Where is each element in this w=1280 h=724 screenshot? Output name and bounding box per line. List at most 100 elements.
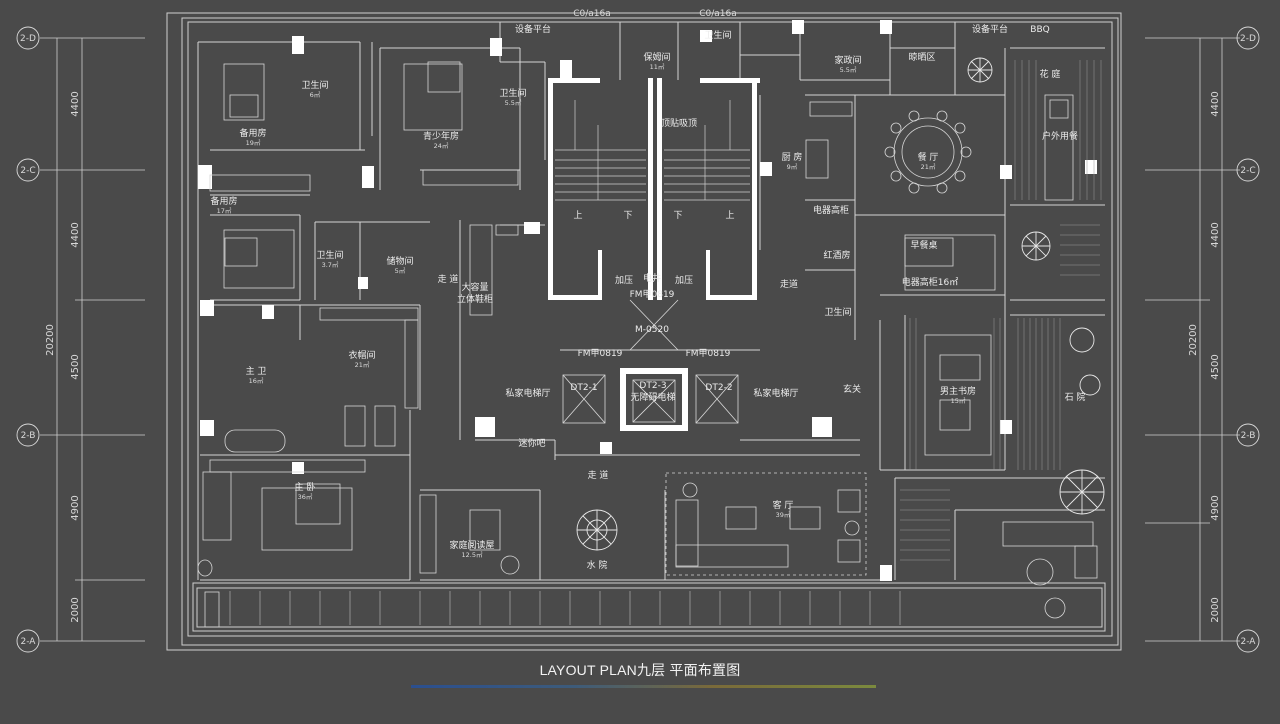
building-outline [166, 12, 1122, 651]
room-14-area: 21㎡ [921, 162, 936, 171]
room-31-name: 电器高柜 [813, 204, 849, 216]
room-16-name: 卫生间 [316, 249, 343, 261]
axis-label-left-d: 2-D [20, 34, 36, 44]
balcony-rail [229, 591, 901, 625]
room-3-name: 家政间 [834, 54, 861, 66]
axis-label-left-a: 2-A [21, 637, 37, 647]
room-53-name: 家庭阅读屋 [449, 539, 494, 551]
room-37-area: 16㎡ [249, 376, 264, 385]
room-38-area: 21㎡ [355, 360, 370, 369]
room-13-area: 9㎡ [787, 162, 798, 171]
dim-total-left: 20200 [45, 324, 56, 356]
top-label-left: C0/a16a [573, 9, 611, 19]
room-12-name: 青少年房 [423, 130, 459, 142]
room-17-area: 5㎡ [395, 266, 406, 275]
room-14-name: 餐 厅 [918, 151, 939, 163]
room-32-name: 红酒房 [823, 249, 850, 261]
room-2-name: 卫生间 [704, 29, 731, 41]
room-9-area: 6㎡ [310, 90, 321, 99]
room-25-name: 顶贴吸顶 [661, 117, 697, 129]
room-45-name: DT2-2 [705, 383, 732, 393]
room-1-name: 保姆间 [643, 51, 670, 63]
room-50-name: 迷你吧 [518, 437, 545, 449]
axis-label-right-b: 2-B [1241, 431, 1256, 441]
room-26-name: 加压 [615, 275, 633, 286]
room-33-name: 走道 [780, 278, 798, 290]
axis-label-left-c: 2-C [20, 166, 35, 176]
room-17-name: 储物间 [386, 255, 413, 267]
dim-seg-left-3: 4500 [70, 354, 81, 379]
room-46-name: 无障碍电梯 [630, 391, 675, 403]
room-52-name: 主 卧 [295, 481, 316, 493]
axis-label-right-a: 2-A [1241, 637, 1257, 647]
room-43-name: DT2-1 [570, 383, 597, 393]
dim-seg-right-1: 4400 [1210, 91, 1221, 116]
room-0-name: 设备平台 [515, 23, 551, 35]
room-38-name: 衣帽间 [348, 349, 375, 361]
dim-seg-left-2: 4400 [70, 222, 81, 247]
room-15-name: 备用房 [210, 195, 237, 207]
room-55-area: 39㎡ [776, 510, 791, 519]
room-8-name: 户外用餐 [1042, 130, 1078, 142]
room-22-name: 下 [623, 211, 632, 221]
room-15-area: 17㎡ [217, 206, 232, 215]
axis-label-right-d: 2-D [1240, 34, 1256, 44]
dim-seg-right-3: 4500 [1210, 354, 1221, 379]
room-48-area: 15㎡ [951, 396, 966, 405]
room-5-name: 设备平台 [972, 23, 1008, 35]
room-4-name: 晾晒区 [908, 51, 935, 63]
room-10-name: 卫生间 [499, 87, 526, 99]
axis-label-right-c: 2-C [1240, 166, 1255, 176]
room-1-area: 11㎡ [650, 62, 665, 71]
room-52-area: 36㎡ [298, 492, 313, 501]
dim-seg-left-4: 4900 [70, 495, 81, 520]
room-49-name: 石 院 [1065, 391, 1086, 403]
left-dimension-lines [40, 37, 145, 642]
room-7-name: 花 庭 [1040, 68, 1061, 80]
elevator-shafts [562, 299, 739, 424]
room-41-name: 私家电梯厅 [505, 387, 550, 399]
dim-seg-left-5: 2000 [70, 597, 81, 622]
room-10-area: 5.5㎡ [505, 98, 522, 107]
room-42-name: 私家电梯厅 [753, 387, 798, 399]
dim-seg-right-2: 4400 [1210, 222, 1221, 247]
stair-treads [555, 100, 750, 201]
room-51-name: 走 道 [588, 469, 609, 481]
right-dimension-lines [1145, 37, 1240, 642]
room-29-name: FM甲0819 [630, 289, 675, 300]
room-13-name: 厨 房 [782, 151, 803, 163]
room-9-name: 卫生间 [301, 79, 328, 91]
caption-underline [411, 685, 876, 688]
top-label-right: C0/a16a [699, 9, 737, 19]
room-11-area: 19㎡ [246, 138, 261, 147]
room-20-name: 立体鞋柜 [457, 293, 493, 305]
dim-total-right: 20200 [1188, 324, 1199, 356]
right-axis-markers [1236, 26, 1260, 653]
room-48-name: 男主书房 [940, 385, 976, 397]
room-11-name: 备用房 [239, 127, 266, 139]
room-39-name: FM甲0819 [578, 348, 623, 359]
plan-caption: LAYOUT PLAN九层 平面布置图 [539, 662, 741, 678]
room-40-name: FM甲0819 [686, 348, 731, 359]
room-53-area: 12.5㎡ [462, 550, 483, 559]
room-16-area: 3.7㎡ [322, 260, 339, 269]
room-12-area: 24㎡ [434, 141, 449, 150]
room-21-name: 上 [573, 210, 582, 221]
structural-walls [198, 20, 1097, 581]
room-24-name: 上 [725, 210, 734, 221]
axis-label-left-b: 2-B [21, 431, 36, 441]
room-3-area: 5.5㎡ [840, 65, 857, 74]
room-6-name: BBQ [1030, 25, 1049, 35]
interior-walls [197, 22, 1105, 581]
room-37-name: 主 卫 [246, 365, 267, 377]
room-47-name: 玄关 [843, 383, 861, 395]
furniture [197, 61, 1098, 628]
dim-seg-right-5: 2000 [1210, 597, 1221, 622]
room-28-name: 加压 [675, 275, 693, 286]
room-44-name: DT2-3 [639, 381, 666, 391]
room-30-name: M-0520 [635, 325, 669, 335]
room-34-name: 卫生间 [824, 306, 851, 318]
